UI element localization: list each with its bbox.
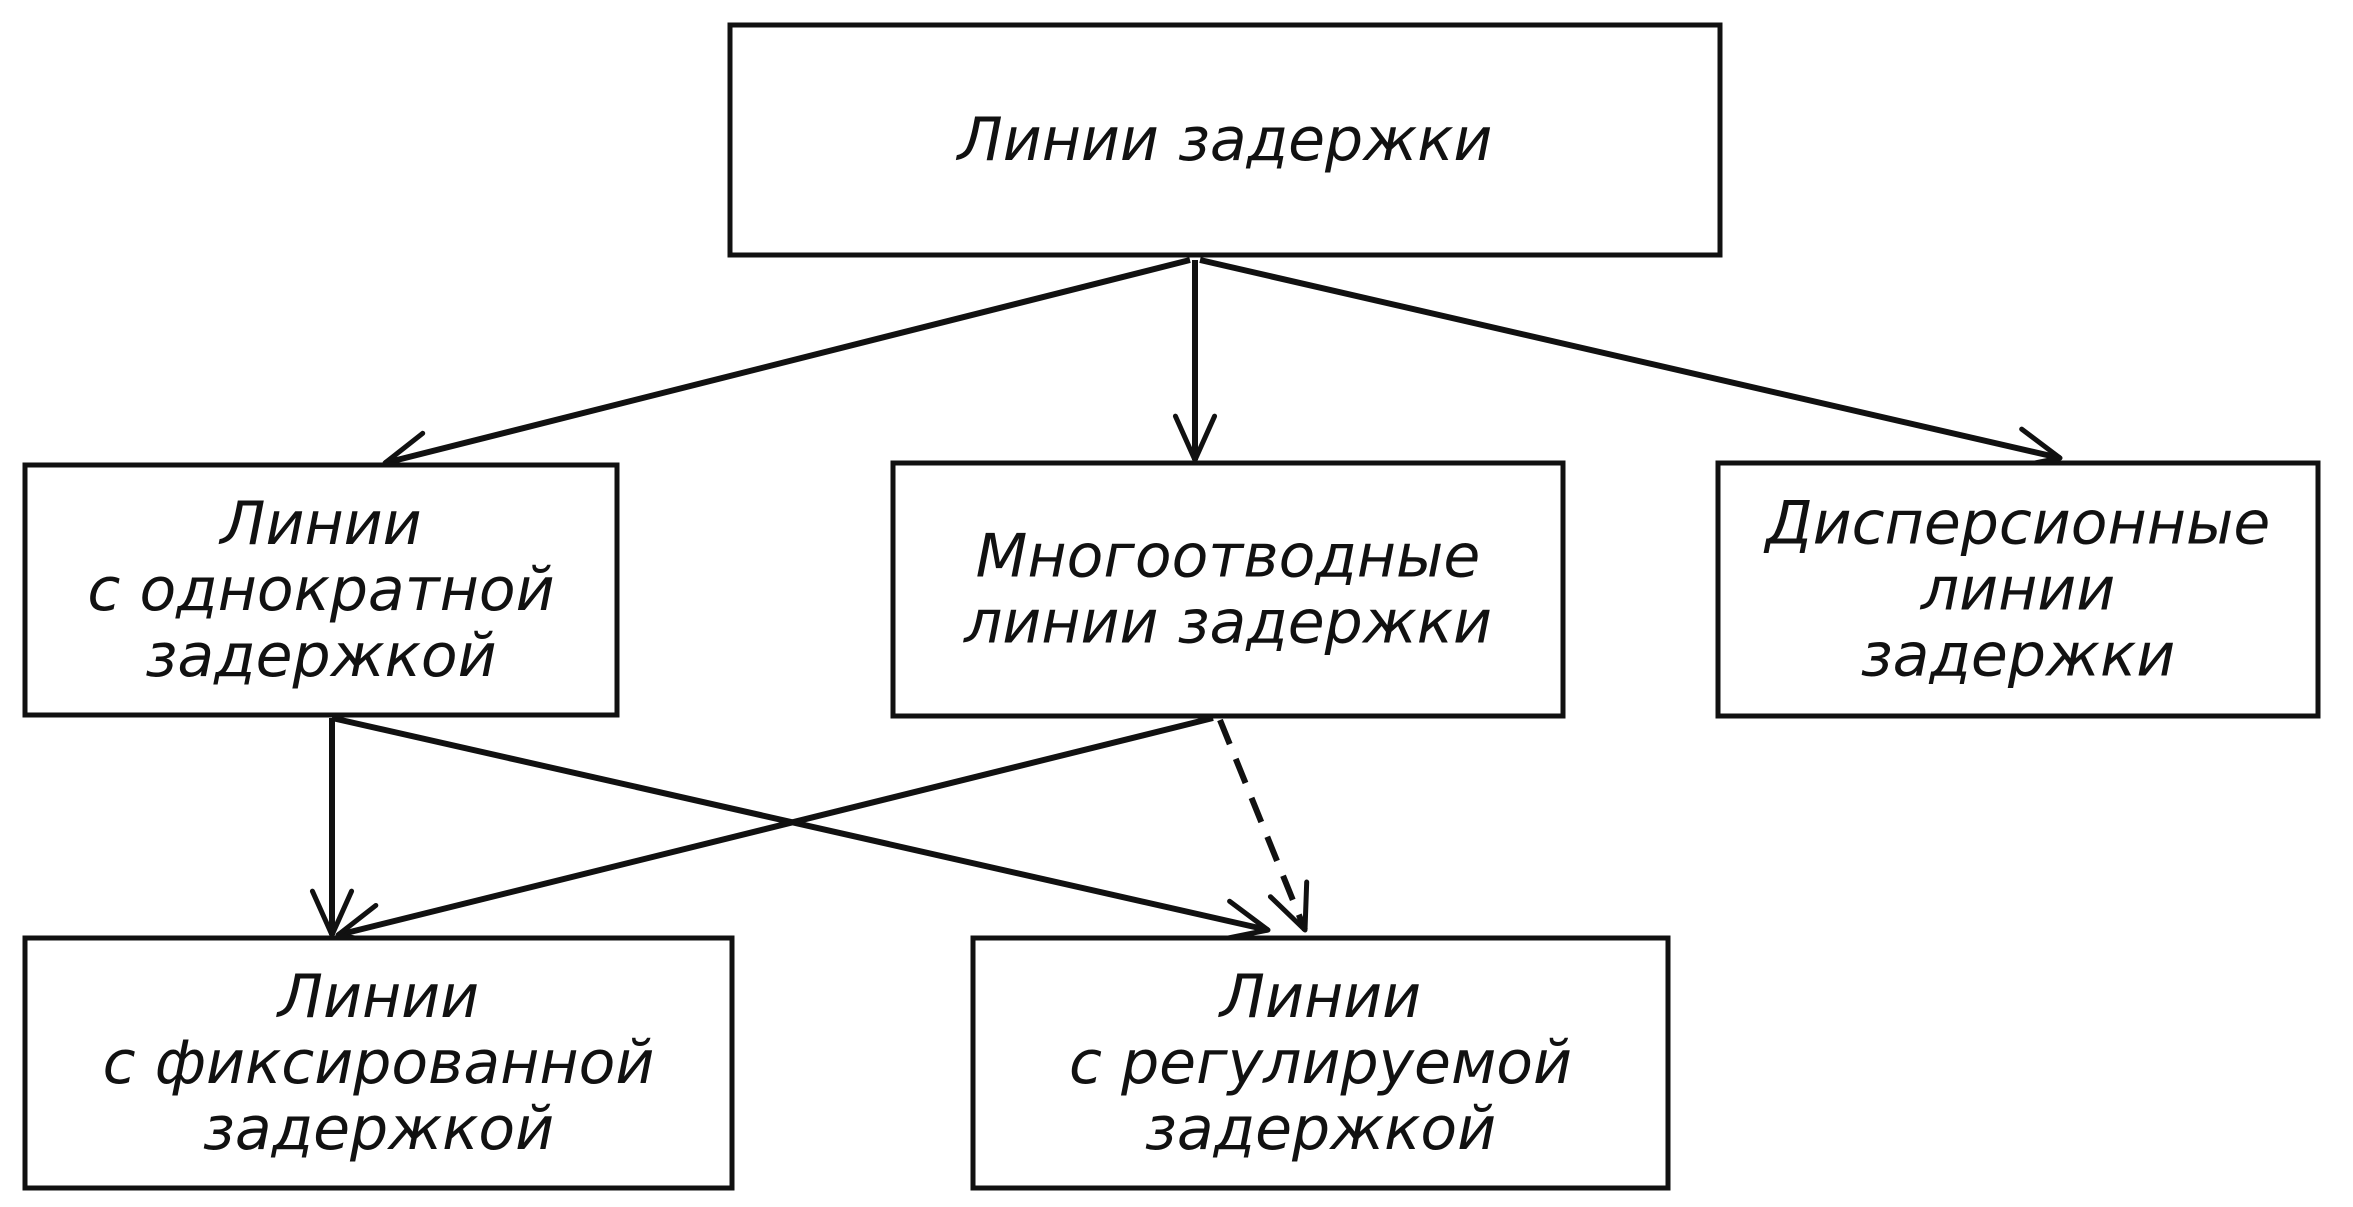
node-label-line: задержки (1861, 621, 2175, 691)
arrowhead-icon (1172, 413, 1218, 463)
node-box (1715, 460, 2321, 719)
node-box (727, 22, 1723, 258)
node-label-line: с регулируемой (1069, 1028, 1572, 1098)
edge-line (331, 715, 1269, 933)
arrowhead-icon (1267, 879, 1310, 933)
edge-line (337, 715, 1214, 938)
edge-multitap-to-adjustable-delay (1217, 718, 1310, 933)
node-label-line: задержкой (145, 621, 496, 691)
edge-line (1199, 257, 2061, 461)
node-label-line: Линии (1218, 962, 1421, 1032)
node-delay-lines: Линии задержки (727, 22, 1723, 258)
node-label-line: Линии (218, 489, 421, 559)
edge-delay-lines-to-dispersive (1199, 257, 2063, 470)
node-label-line: с фиксированной (103, 1028, 655, 1098)
edge-delay-lines-to-multitap (1172, 260, 1218, 463)
node-box (22, 462, 620, 718)
node-label-line: Дисперсионные (1763, 489, 2271, 559)
node-box (970, 935, 1671, 1191)
node-label-line: с однократной (87, 555, 554, 625)
node-label-line: линии задержки (963, 588, 1492, 658)
arrowhead-icon (309, 888, 355, 938)
node-label-line: задержкой (203, 1094, 554, 1164)
edge-single-delay-to-fixed-delay (309, 718, 355, 938)
edge-delay-lines-to-single-delay (382, 257, 1191, 474)
edge-line (1217, 718, 1308, 932)
node-box (890, 460, 1566, 719)
edge-single-delay-to-adjustable-delay (331, 715, 1271, 942)
edge-line (384, 257, 1191, 466)
node-label-line: линии (1920, 555, 2116, 625)
node-label-line: задержкой (1145, 1094, 1496, 1164)
node-label-line: Линии задержки (956, 105, 1493, 175)
node-label-line: Линии (276, 962, 479, 1032)
node-label-line: Многоотводные (976, 522, 1481, 592)
node-box (22, 935, 735, 1191)
